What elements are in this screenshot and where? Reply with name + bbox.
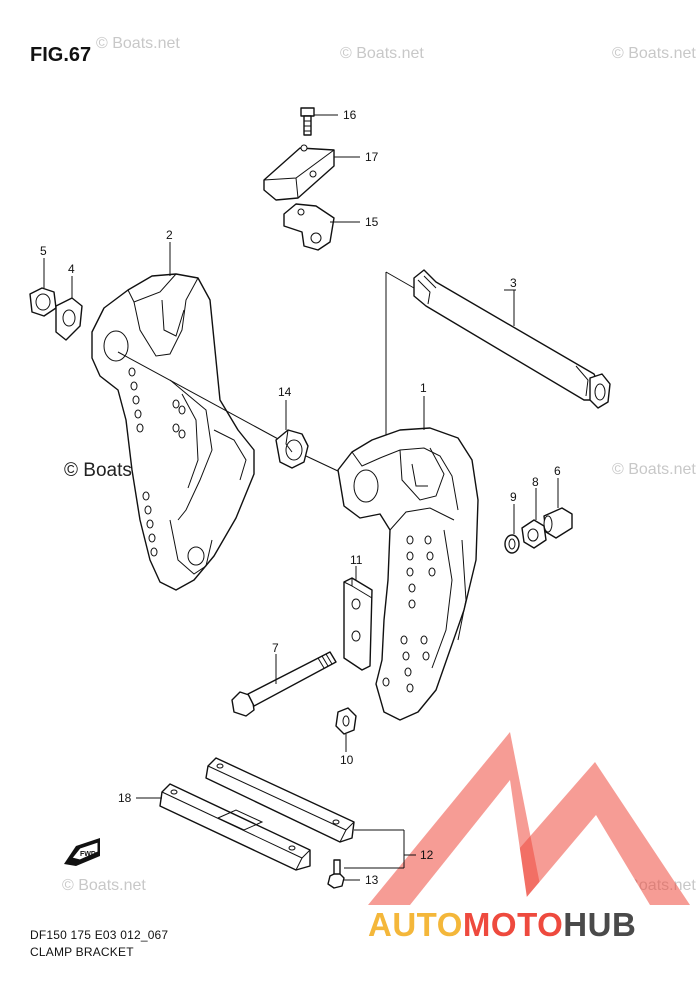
callout-17: 17 bbox=[365, 150, 379, 164]
part-18-pad bbox=[159, 783, 311, 871]
callout-3: 3 bbox=[510, 276, 517, 290]
callout-8: 8 bbox=[532, 475, 539, 489]
part-16-bolt bbox=[300, 107, 315, 136]
callout-6: 6 bbox=[554, 464, 561, 478]
figure-name: CLAMP BRACKET bbox=[30, 945, 134, 959]
callout-7: 7 bbox=[272, 641, 279, 655]
watermark-2: © Boats.net bbox=[340, 45, 424, 62]
callout-12: 12 bbox=[420, 848, 434, 862]
callout-16: 16 bbox=[343, 108, 357, 122]
callout-14: 14 bbox=[278, 385, 292, 399]
callout-9: 9 bbox=[510, 490, 517, 504]
part-1-clamp-bracket-right bbox=[337, 427, 479, 721]
callout-11: 11 bbox=[350, 553, 363, 567]
watermark-1: © Boats.net bbox=[96, 35, 180, 52]
part-10-washer bbox=[335, 707, 357, 735]
fwd-arrow-icon: FWD bbox=[64, 838, 100, 866]
callout-5: 5 bbox=[40, 244, 47, 258]
part-15-plate bbox=[283, 203, 335, 251]
part-3-shaft bbox=[413, 269, 611, 409]
watermark-3: © Boats.net bbox=[612, 45, 696, 62]
part-17-cover bbox=[263, 144, 335, 201]
part-14-bushing bbox=[275, 429, 309, 469]
figure-code: DF150 175 E03 012_067 bbox=[30, 928, 169, 942]
part-11-spacer bbox=[343, 577, 373, 671]
figure-title: FIG.67 bbox=[30, 44, 92, 66]
part-4-washer bbox=[55, 297, 83, 341]
part-9-washer bbox=[504, 534, 520, 554]
callout-10: 10 bbox=[340, 753, 354, 767]
part-13-bolt bbox=[327, 859, 345, 889]
part-2-clamp-bracket-left bbox=[91, 273, 255, 591]
watermark-5: © Boats.net bbox=[62, 877, 146, 894]
logo-part-auto: AUTO bbox=[368, 906, 463, 943]
watermark-4: © Boats.net bbox=[612, 461, 696, 478]
logo-triangle-icon bbox=[368, 732, 690, 905]
callout-15: 15 bbox=[365, 215, 379, 229]
callout-2: 2 bbox=[166, 228, 173, 242]
automotohub-logo: AUTOMOTOHUB bbox=[368, 906, 636, 944]
callout-4: 4 bbox=[68, 262, 75, 276]
part-12-pad bbox=[205, 757, 355, 843]
part-8-nut bbox=[521, 519, 547, 549]
callout-1: 1 bbox=[420, 381, 427, 395]
callout-18: 18 bbox=[118, 791, 132, 805]
callout-13: 13 bbox=[365, 873, 379, 887]
logo-part-moto: MOTO bbox=[462, 906, 564, 943]
part-6-sleeve bbox=[543, 507, 573, 539]
logo-part-hub: HUB bbox=[563, 906, 637, 943]
part-5-nut bbox=[29, 287, 57, 317]
fwd-label: FWD bbox=[80, 851, 96, 858]
part-7-bolt bbox=[231, 651, 337, 717]
